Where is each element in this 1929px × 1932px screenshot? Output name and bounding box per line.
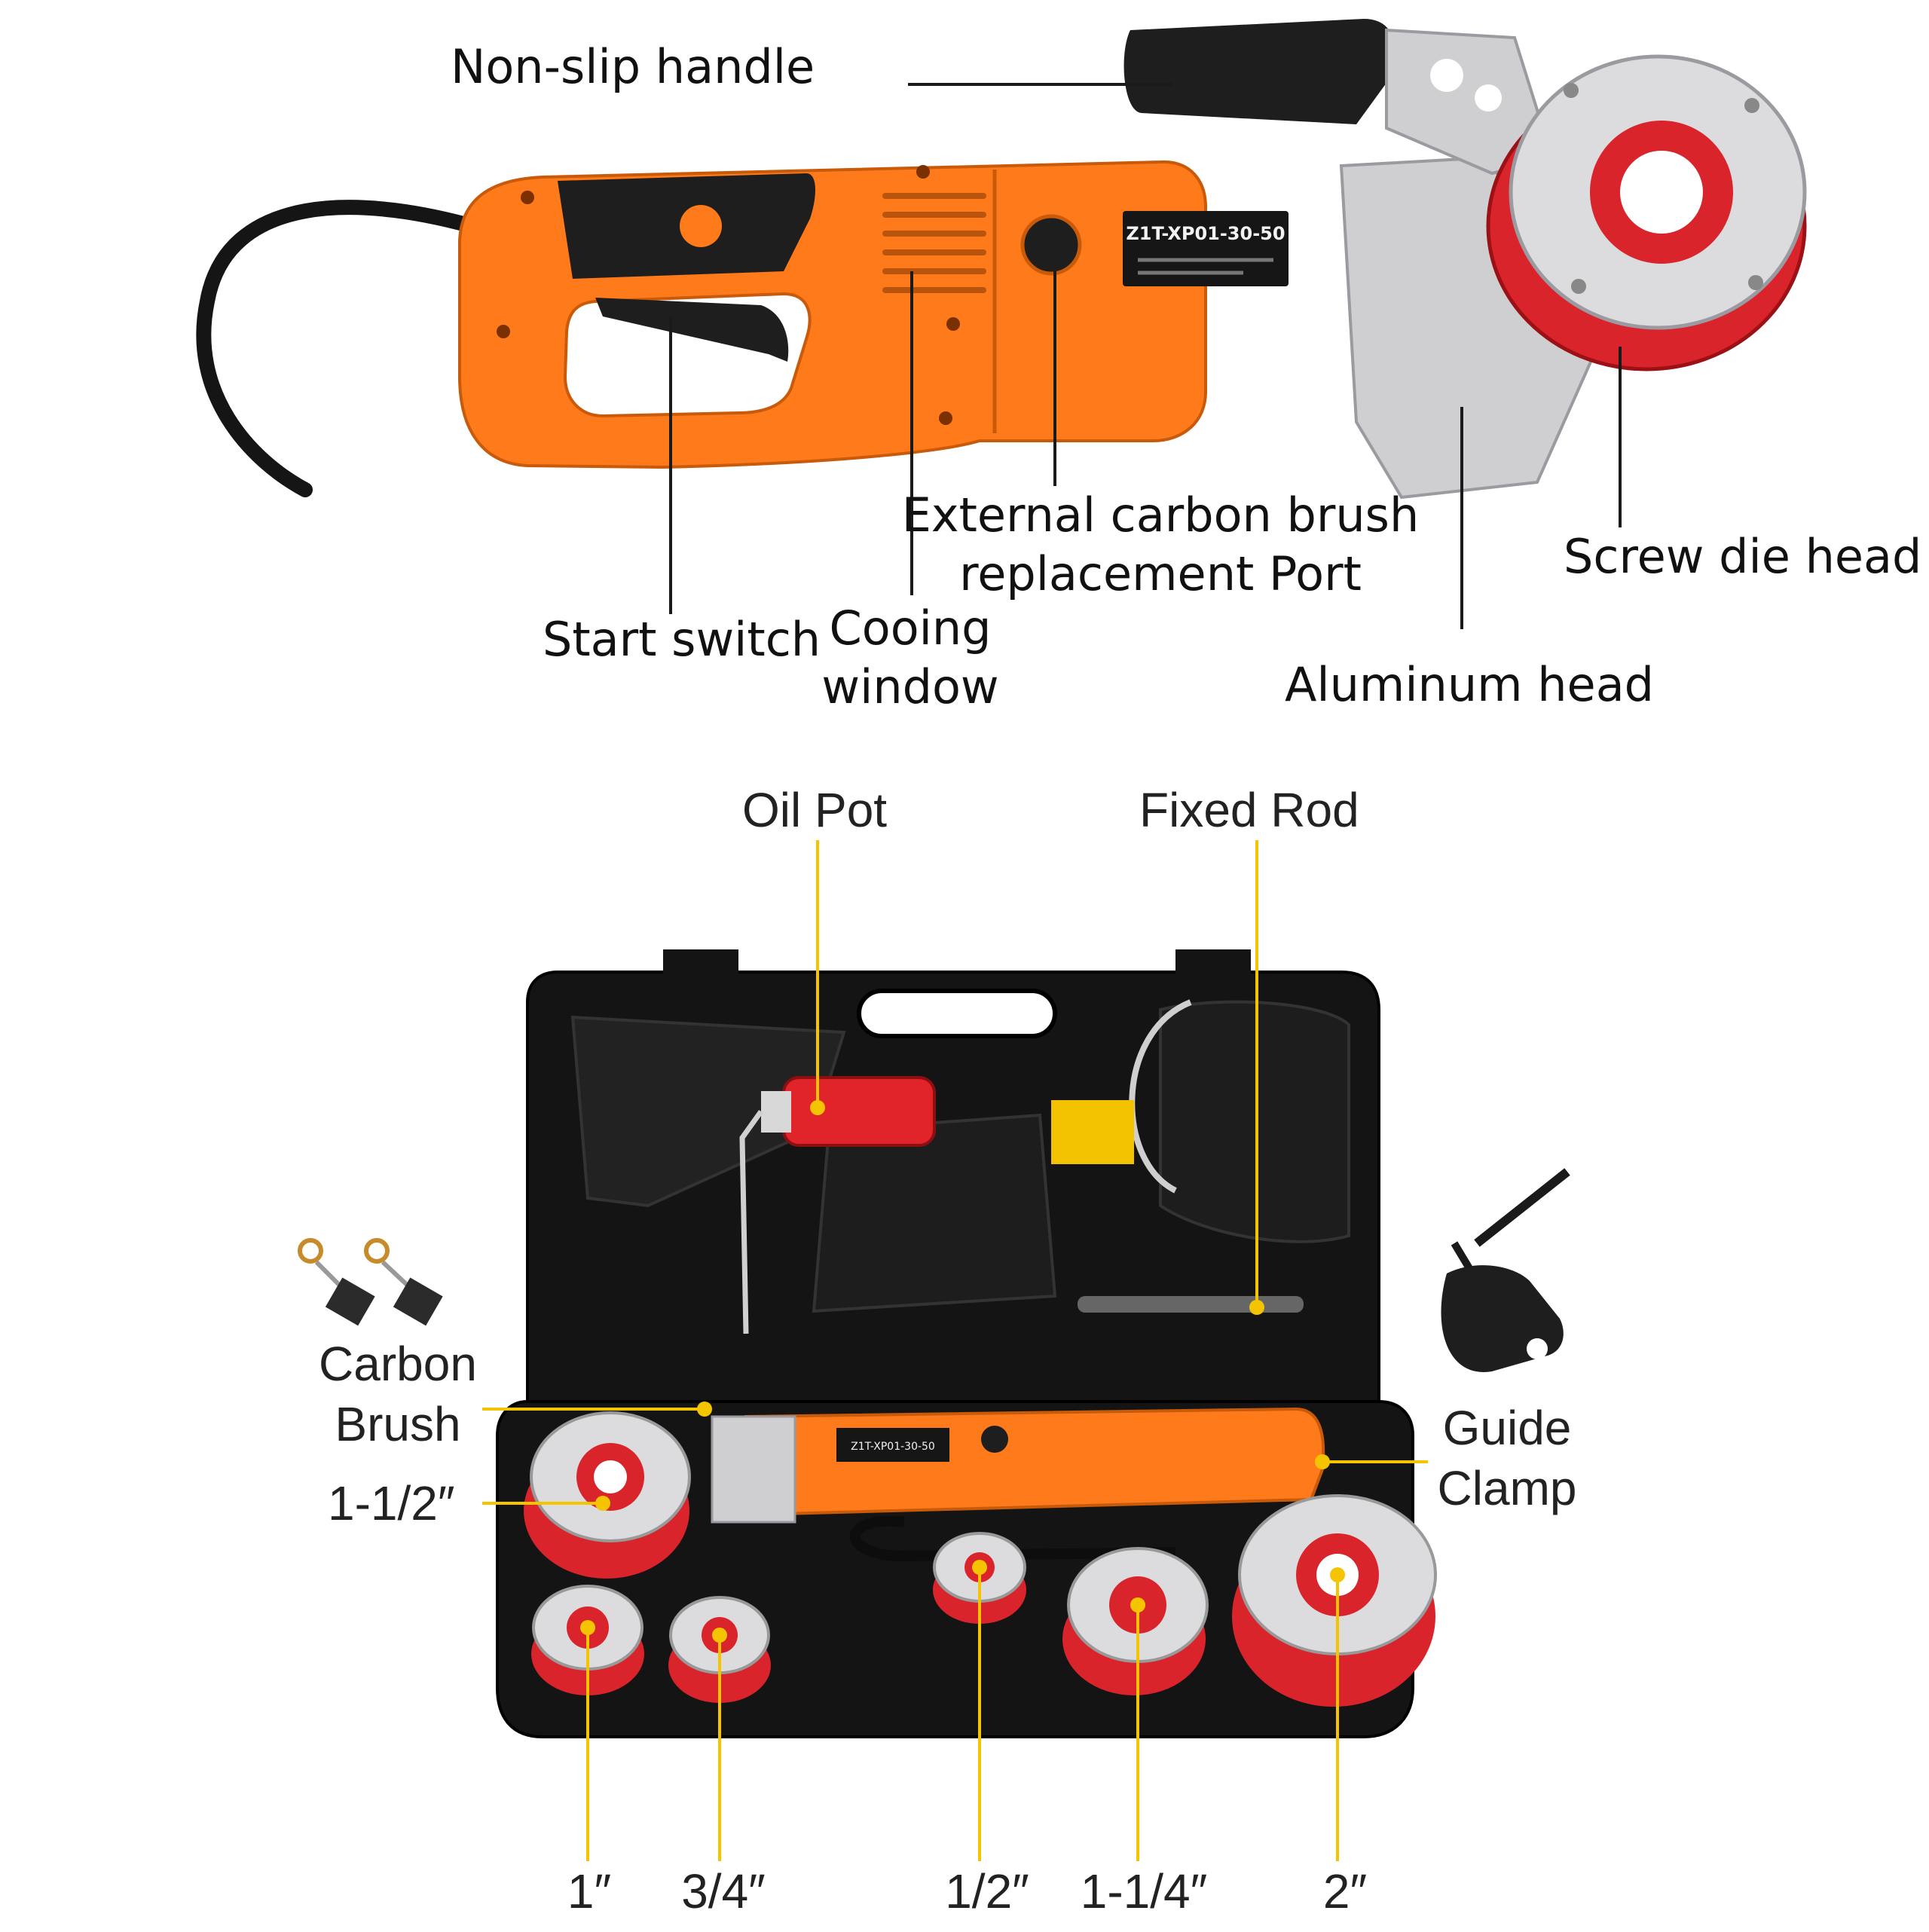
label-die-1: 1″ (567, 1864, 612, 1918)
label-guide-line1: Guide (1442, 1401, 1572, 1455)
die-1-1-2-shape (524, 1411, 691, 1579)
carbon-brushes-shape (298, 1238, 443, 1326)
carrying-case-kit: Z1T-XP01-30-50 (298, 840, 1570, 1861)
model-plate (1123, 211, 1289, 286)
case-handle (857, 989, 1057, 1038)
label-carbon-line1: Carbon (319, 1337, 477, 1391)
screw-die-head-shape (1486, 54, 1807, 371)
label-cooling-line1: Cooing (829, 601, 992, 656)
carbon-brush-port (1020, 214, 1082, 276)
trigger (595, 298, 789, 362)
label-external-brush-line2: replacement Port (959, 546, 1362, 601)
label-die-2: 2″ (1322, 1864, 1368, 1918)
warning-sticker (1051, 1100, 1134, 1164)
label-external-brush-port: External carbon brush replacement Port (902, 486, 1420, 603)
pipe-threader-tool: Z1T-XP01-30-50 (196, 19, 1807, 629)
label-die-1-1-2: 1-1/2″ (328, 1476, 455, 1530)
label-guide-line2: Clamp (1437, 1461, 1577, 1515)
label-oil-pot: Oil Pot (742, 783, 888, 837)
label-fixed-rod: Fixed Rod (1139, 783, 1359, 837)
label-die-3-4: 3/4″ (681, 1864, 766, 1918)
label-cooling-line2: window (821, 659, 999, 714)
tool-in-case (744, 1407, 1325, 1517)
label-die-1-2: 1/2″ (945, 1864, 1029, 1918)
non-slip-handle-shape (1123, 19, 1394, 124)
label-screw-die-head: Screw die head (1564, 529, 1922, 584)
oil-pot-shape (782, 1076, 936, 1147)
case-model-plate-text: Z1T-XP01-30-50 (851, 1441, 935, 1453)
label-die-1-1-4: 1-1/4″ (1080, 1864, 1208, 1918)
top-leader-lines (669, 83, 1622, 629)
model-plate-text: Z1T-XP01-30-50 (1126, 223, 1285, 244)
label-start-switch: Start switch (543, 612, 821, 667)
bottom-leader-lines (482, 840, 1428, 1861)
cooling-vents (882, 193, 986, 293)
label-cooling-window: Cooing window (821, 599, 998, 716)
label-aluminum-head: Aluminum head (1285, 657, 1655, 712)
label-external-brush-line1: External carbon brush (901, 488, 1420, 543)
die-1-1-4-shape (1062, 1547, 1209, 1695)
label-carbon-brush: Carbon Brush (319, 1334, 477, 1454)
label-guide-clamp: Guide Clamp (1438, 1398, 1577, 1518)
power-cord (196, 200, 505, 497)
label-non-slip-handle: Non-slip handle (451, 39, 815, 94)
leader-end-dots (580, 1100, 1345, 1643)
guide-clamp-shape (1441, 1168, 1570, 1372)
fixed-rod-shape (1078, 1296, 1304, 1313)
die-2-shape (1232, 1494, 1437, 1707)
label-carbon-line2: Brush (335, 1397, 461, 1451)
